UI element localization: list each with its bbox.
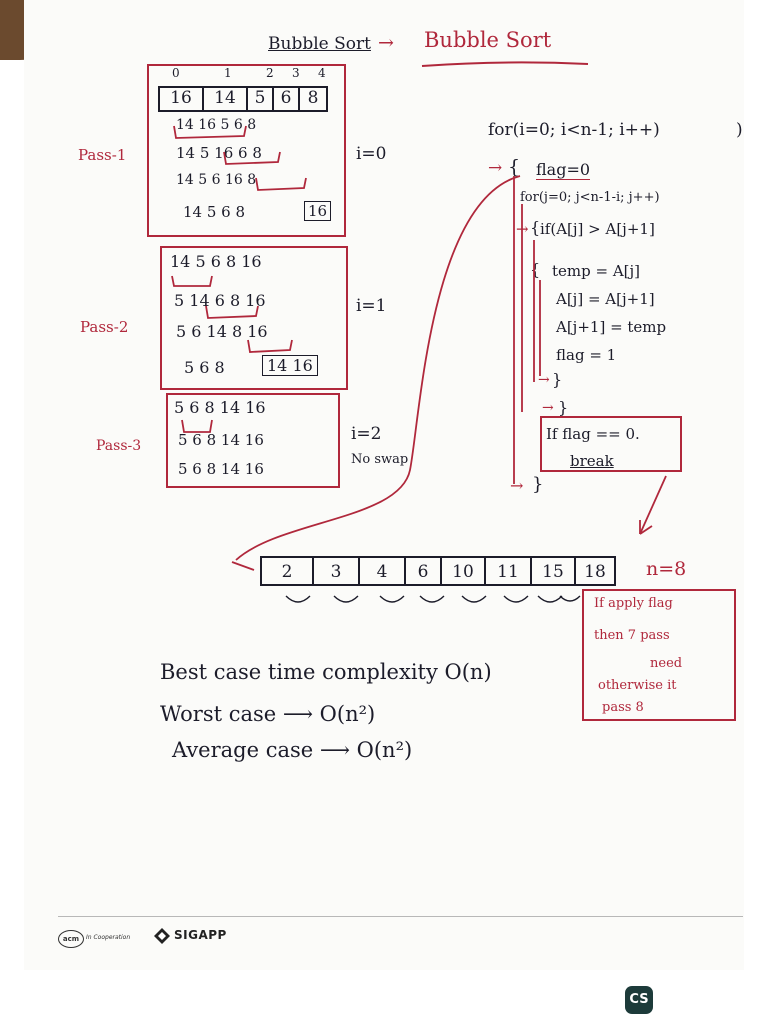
pass3-row2: 5 6 8 14 16	[178, 431, 264, 449]
sorted-cell: 11	[486, 558, 532, 584]
index-0: 0	[172, 66, 180, 80]
sorted-cell: 3	[314, 558, 360, 584]
index-1: 1	[224, 66, 232, 80]
code-for-inner: for(j=0; j<n-1-i; j++)	[520, 190, 660, 205]
sorted-cell: 15	[532, 558, 576, 584]
complexity-worst: Worst case ⟶ O(n²)	[160, 702, 376, 726]
acm-logo: acm	[58, 930, 84, 948]
code-brace-close3: }	[532, 474, 544, 495]
note-line1: If apply flag	[594, 596, 673, 611]
code-assign: A[j] = A[j+1]	[556, 290, 655, 308]
index-4: 4	[318, 66, 326, 80]
complexity-best: Best case time complexity O(n)	[160, 660, 492, 684]
pass1-row2: 14 5 16 6 8	[176, 144, 262, 162]
code-assign2: A[j+1] = temp	[556, 318, 667, 336]
initial-cell: 16	[160, 88, 204, 110]
sorted-array: 2 3 4 6 10 11 15 18	[260, 556, 616, 586]
code-if-flag: If flag == 0.	[546, 425, 640, 443]
acm-tagline: In Cooperation	[86, 934, 131, 941]
code-for-outer: for(i=0; i<n-1; i++)	[488, 120, 660, 140]
sorted-cell: 4	[360, 558, 406, 584]
pass3-box	[166, 393, 340, 488]
title-arrow: →	[378, 32, 394, 54]
code-trailing: )	[736, 120, 743, 140]
title-underline	[421, 61, 589, 67]
pass1-sorted-box: 16	[304, 201, 332, 221]
note-line2: then 7 pass	[594, 628, 670, 643]
pass2-label: Pass-2	[80, 318, 129, 336]
code-brace-open3: {	[530, 260, 541, 279]
if-flag-box	[540, 416, 682, 472]
note-line5: pass 8	[602, 700, 644, 715]
pass3-row1: 5 6 8 14 16	[174, 398, 266, 417]
initial-cell: 14	[204, 88, 248, 110]
index-2: 2	[266, 66, 274, 80]
code-brace-open1: {	[508, 156, 521, 178]
initial-array: 16 14 5 6 8	[158, 86, 328, 112]
sorted-cell: 2	[262, 558, 314, 584]
code-brace-open2: {	[530, 218, 541, 237]
sorted-cell: 18	[584, 562, 606, 582]
pass3-note: No swap	[351, 452, 409, 467]
pass3-label: Pass-3	[96, 438, 142, 454]
camscanner-badge: CS	[625, 986, 653, 1014]
pass3-row3: 5 6 8 14 16	[178, 460, 264, 478]
code-break: break	[570, 452, 614, 470]
footer-rule	[58, 916, 743, 917]
pass1-row4: 14 5 6 8	[183, 203, 246, 221]
code-brace-close2: }	[558, 398, 569, 417]
pass2-row2: 5 14 6 8 16	[174, 291, 266, 310]
sorted-cell: 6	[406, 558, 442, 584]
code-arrow-4: →	[542, 400, 554, 416]
code-flag-set: flag = 1	[556, 346, 617, 364]
initial-cell: 5	[248, 88, 274, 110]
pass1-row3: 14 5 6 16 8	[176, 172, 257, 188]
title-left: Bubble Sort	[268, 34, 371, 54]
note-line3: need	[650, 656, 683, 671]
pass1-box	[147, 64, 346, 237]
pass3-i-label: i=2	[351, 424, 382, 444]
title-right: Bubble Sort	[424, 28, 552, 52]
pass1-i-label: i=0	[356, 144, 387, 164]
notebook-page	[24, 0, 744, 970]
initial-cell: 6	[274, 88, 300, 110]
initial-cell: 8	[307, 88, 319, 108]
code-arrow-1: →	[488, 158, 503, 178]
sigapp-icon	[154, 928, 170, 944]
note-line4: otherwise it	[598, 678, 677, 693]
code-arrow-3: →	[538, 372, 550, 388]
pass2-row3: 5 6 14 8 16	[176, 322, 268, 341]
pass1-label: Pass-1	[78, 146, 127, 164]
code-temp: temp = A[j]	[552, 262, 641, 280]
sigapp-logo: SIGAPP	[174, 928, 227, 942]
index-3: 3	[292, 66, 300, 80]
pass2-sorted-box: 14 16	[262, 355, 318, 376]
code-flag-init: flag=0	[536, 160, 591, 180]
pass2-i-label: i=1	[356, 296, 387, 316]
pass2-box	[160, 246, 348, 390]
pass1-row1: 14 16 5 6 8	[176, 117, 257, 133]
sorted-cell: 10	[442, 558, 486, 584]
pass2-row1: 14 5 6 8 16	[170, 252, 262, 271]
code-if: if(A[j] > A[j+1]	[540, 220, 655, 238]
code-brace-close1: }	[552, 370, 563, 389]
complexity-average: Average case ⟶ O(n²)	[172, 738, 413, 762]
n-label: n=8	[646, 558, 687, 580]
pass2-row4: 5 6 8	[184, 358, 225, 377]
